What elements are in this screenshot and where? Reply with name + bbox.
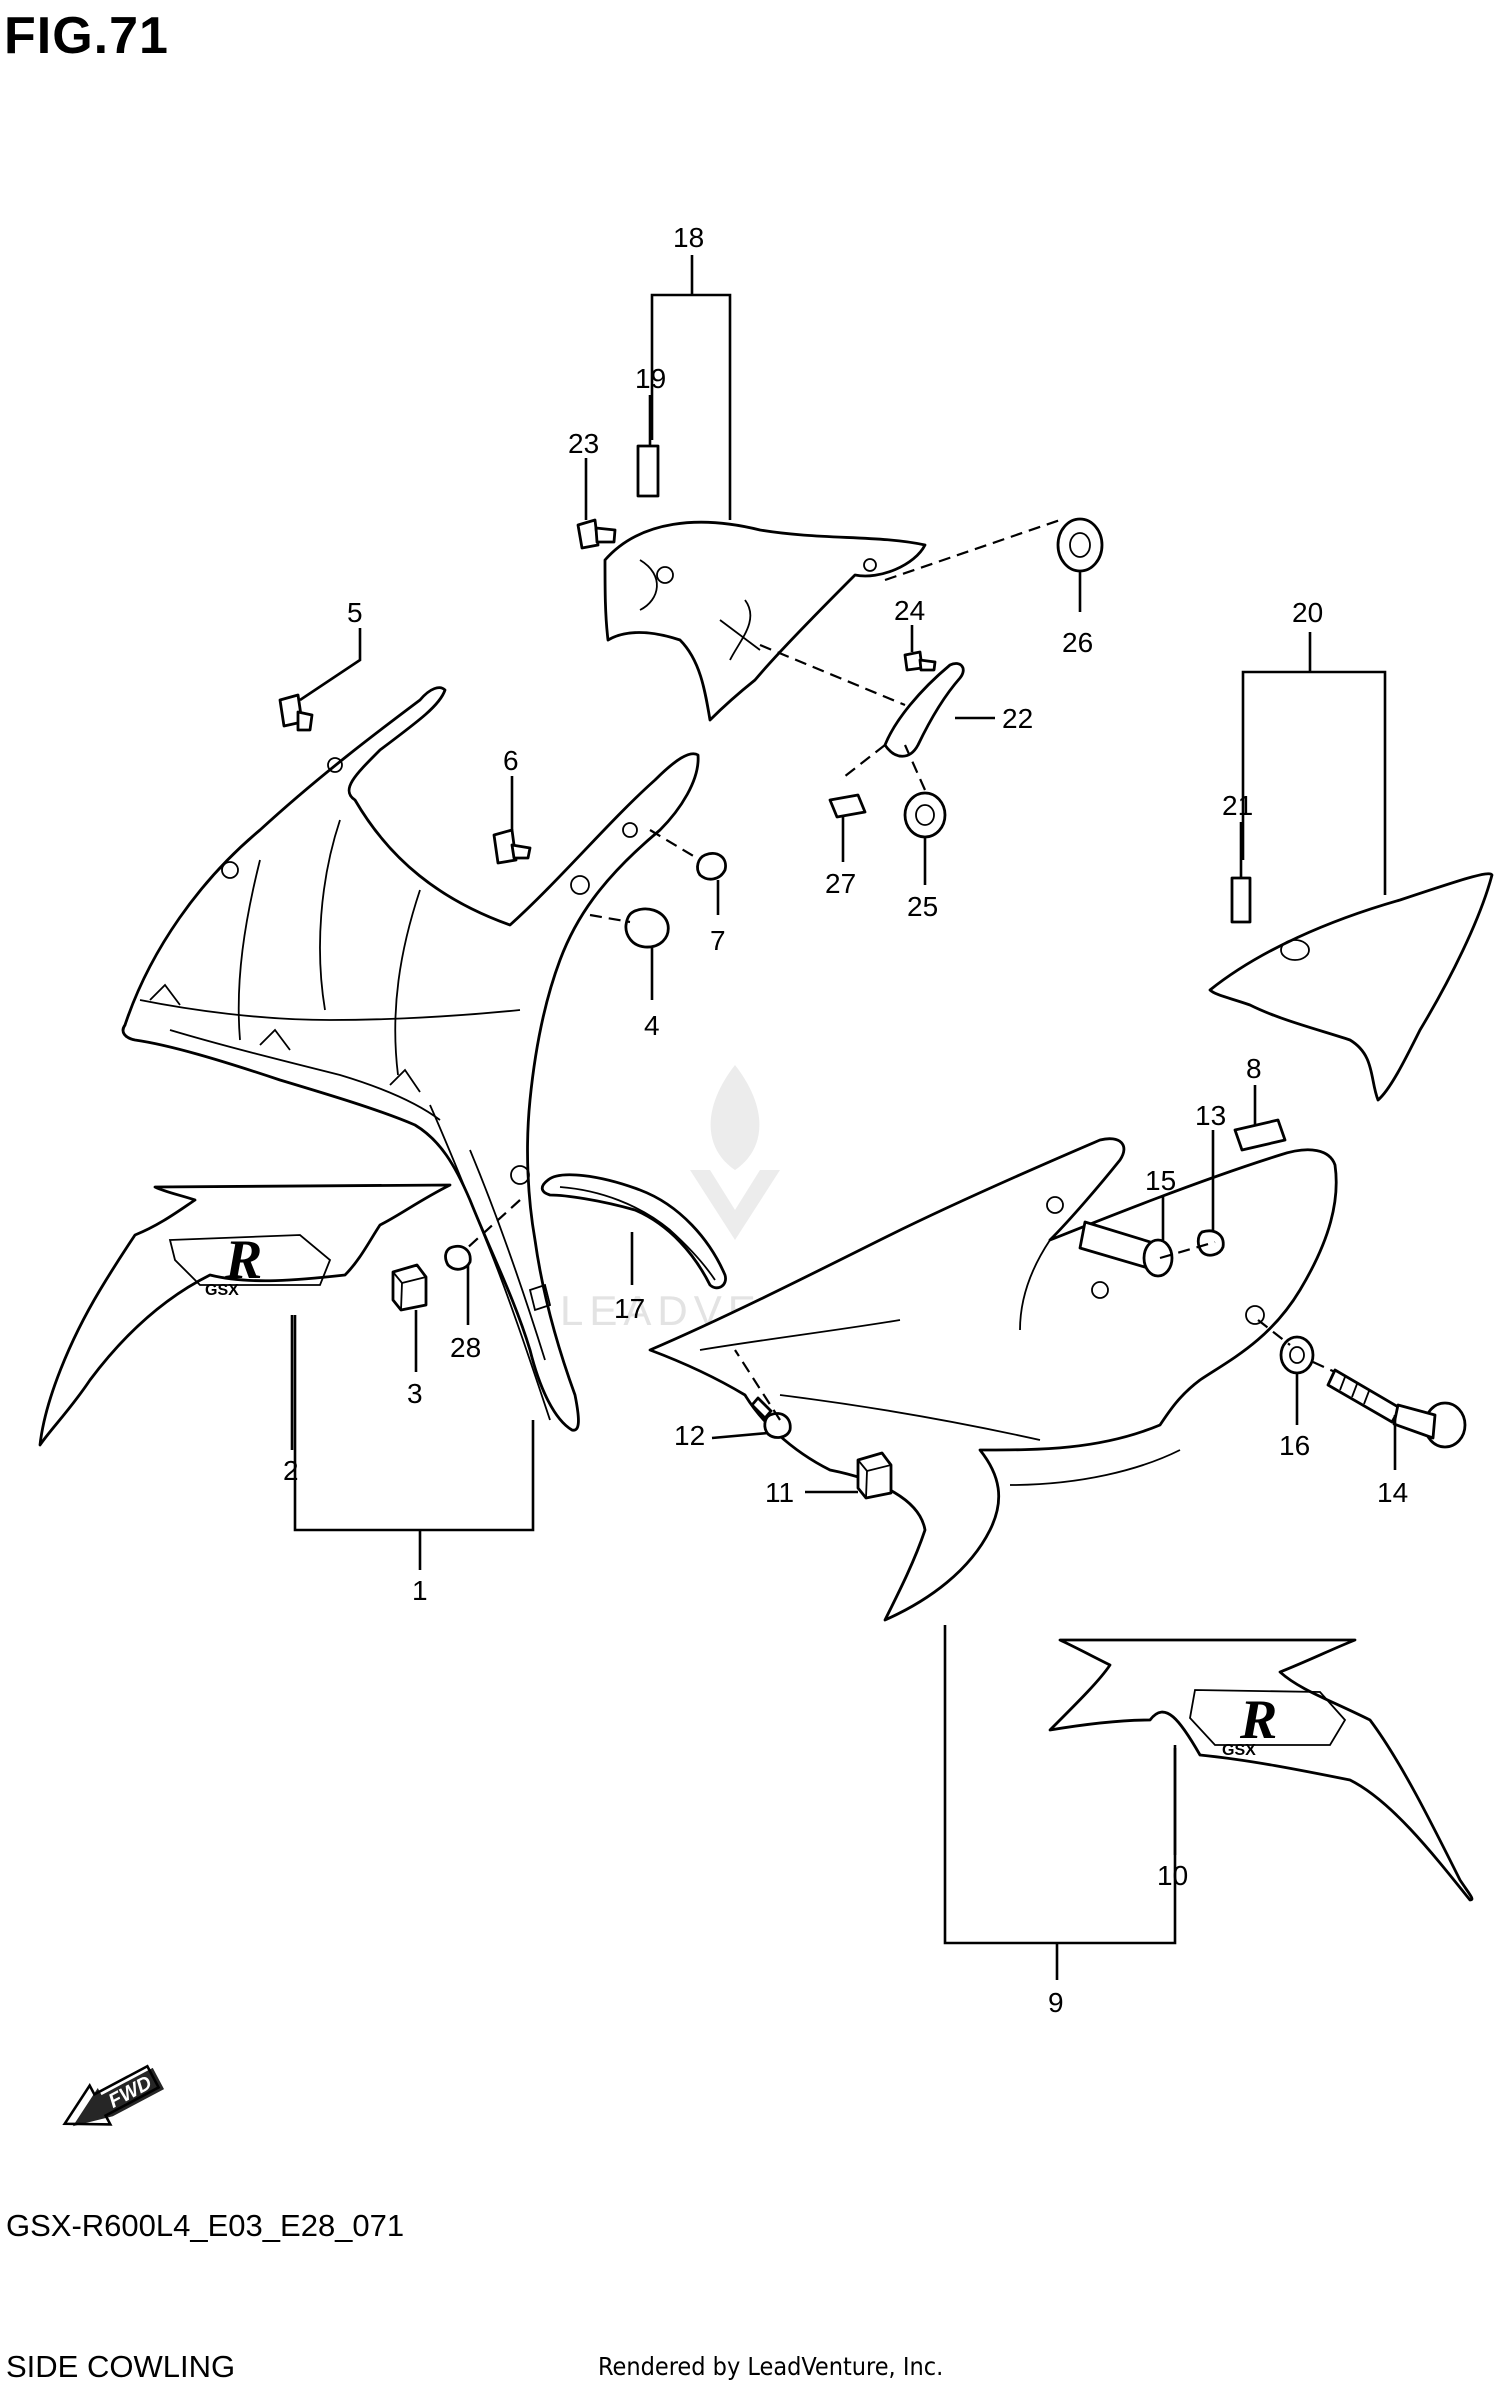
bolt-14 [1326, 1368, 1467, 1449]
render-credit: Rendered by LeadVenture, Inc. [598, 2352, 944, 2381]
decal-10-sub: GSX [1222, 1742, 1256, 1759]
clip-3 [391, 1263, 428, 1312]
upper-panel-20 [1208, 872, 1494, 1102]
callout-23: 23 [568, 428, 599, 459]
grommet-4 [624, 907, 670, 949]
decal-2-letter: R [224, 1229, 262, 1291]
nut-13 [1196, 1229, 1225, 1257]
strip-17 [540, 1173, 727, 1290]
callout-2: 2 [283, 1455, 299, 1486]
connector-lines [464, 518, 1336, 1421]
callout-21: 21 [1222, 790, 1253, 821]
grommet-25 [903, 791, 947, 839]
pad-27 [828, 793, 867, 819]
callout-14: 14 [1377, 1477, 1408, 1508]
callout-labels: 18 19 23 26 24 22 27 25 5 6 7 4 20 21 8 … [283, 222, 1408, 2018]
callout-5: 5 [347, 597, 363, 628]
callout-22: 22 [1002, 703, 1033, 734]
leader-lines [290, 255, 1397, 1980]
callout-16: 16 [1279, 1430, 1310, 1461]
inner-panel-assembly [603, 520, 927, 722]
model-code: GSX-R600L4_E03_E28_071 [6, 2208, 405, 2243]
callout-27: 27 [825, 868, 856, 899]
callout-12: 12 [674, 1420, 705, 1451]
screw-28 [444, 1244, 472, 1271]
bracket-22 [883, 662, 965, 758]
decal-2: R GSX [38, 1183, 452, 1447]
callout-3: 3 [407, 1378, 423, 1409]
screw-12 [750, 1396, 792, 1439]
callout-17: 17 [614, 1293, 645, 1324]
callout-28: 28 [450, 1332, 481, 1363]
callout-15: 15 [1145, 1165, 1176, 1196]
callout-13: 13 [1195, 1100, 1226, 1131]
decal-10-letter: R [1239, 1689, 1277, 1751]
callout-18: 18 [673, 222, 704, 253]
grommet-26 [1056, 517, 1104, 573]
callout-25: 25 [907, 891, 938, 922]
figure-title: FIG.71 [4, 7, 169, 65]
screw-5 [278, 693, 314, 732]
callout-10: 10 [1157, 1860, 1188, 1891]
nut-7 [696, 852, 727, 881]
callout-9: 9 [1048, 1987, 1064, 2018]
spacer-15 [1078, 1220, 1174, 1278]
decal-2-sub: GSX [205, 1282, 239, 1299]
callout-1: 1 [412, 1575, 428, 1606]
section-name: SIDE COWLING [6, 2349, 236, 2384]
pad-8 [1233, 1118, 1287, 1152]
screw-6 [492, 828, 532, 865]
callout-11: 11 [765, 1477, 794, 1508]
callout-19: 19 [635, 363, 666, 394]
callout-4: 4 [644, 1010, 660, 1041]
front-cowl-assembly [121, 686, 700, 1432]
callout-26: 26 [1062, 627, 1093, 658]
screw-23 [576, 518, 617, 550]
callout-7: 7 [710, 925, 726, 956]
front-cowl [121, 686, 700, 1432]
callout-24: 24 [894, 595, 925, 626]
callout-8: 8 [1246, 1053, 1262, 1084]
label-19 [636, 444, 660, 498]
callout-20: 20 [1292, 597, 1323, 628]
clip-11 [856, 1451, 893, 1500]
label-21 [1230, 876, 1252, 924]
fwd-arrow-icon: FWD [62, 2064, 165, 2127]
inner-panel [603, 520, 927, 722]
screw-24 [903, 650, 937, 672]
washer-16 [1279, 1335, 1315, 1375]
callout-6: 6 [503, 745, 519, 776]
panel-20-hole [1280, 939, 1310, 961]
decal-10: R GSX [1048, 1638, 1474, 1902]
